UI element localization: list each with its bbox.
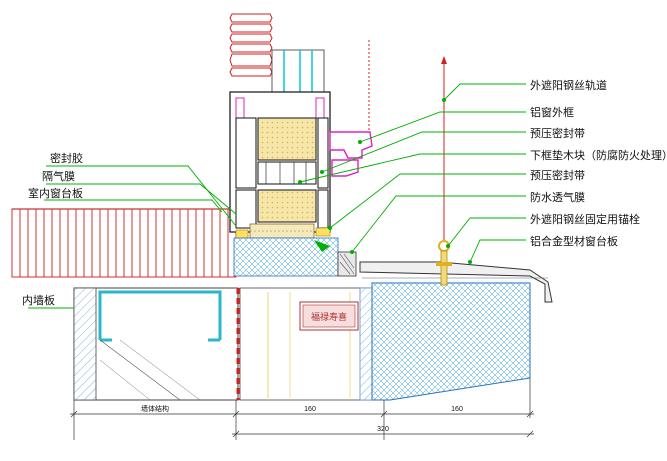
dimension-lines bbox=[70, 378, 534, 440]
sealant-zone bbox=[233, 237, 357, 277]
label-group-left: 密封胶 隔气膜 室内窗台板 内墙板 bbox=[22, 151, 83, 307]
label-cable-track: 外遮阳钢丝轨道 bbox=[530, 78, 607, 92]
label-prepressed-seal-1: 预压密封带 bbox=[530, 126, 585, 140]
interior-sill-board bbox=[11, 208, 237, 278]
label-anchor-bolt: 外遮阳钢丝固定用锚栓 bbox=[530, 212, 640, 226]
label-wood-block: 下框垫木块（防腐防火处理） bbox=[530, 148, 667, 162]
label-waterproof-membrane: 防水透气膜 bbox=[530, 190, 585, 204]
label-interior-sill: 室内窗台板 bbox=[28, 186, 83, 200]
leader-dots bbox=[298, 98, 472, 264]
dim-right-160: 160 bbox=[451, 406, 463, 413]
label-prepressed-seal-2: 预压密封带 bbox=[530, 168, 585, 182]
label-group-right: 外遮阳钢丝轨道 铝窗外框 预压密封带 下框垫木块（防腐防火处理） 预压密封带 防… bbox=[530, 78, 667, 248]
dim-total-320: 320 bbox=[377, 426, 389, 433]
anchor-bolt bbox=[436, 240, 452, 286]
label-inner-wall: 内墙板 bbox=[22, 293, 55, 307]
structural-zone: 福禄寿喜 bbox=[239, 287, 373, 401]
decor-seal-text: 福禄寿喜 bbox=[311, 311, 347, 323]
label-sealant: 密封胶 bbox=[50, 151, 83, 165]
label-aluminum-sill: 铝合金型材窗台板 bbox=[530, 234, 618, 248]
label-vapor-barrier: 隔气膜 bbox=[42, 169, 75, 183]
window-frame-stack bbox=[229, 13, 331, 239]
dim-mid-160: 160 bbox=[304, 406, 316, 413]
leader-lines-right bbox=[299, 83, 526, 263]
dim-wall-structure: 墙体结构 bbox=[141, 404, 169, 413]
leader-lines-left bbox=[28, 165, 237, 309]
inner-wall-panel bbox=[73, 287, 239, 401]
label-aluminum-frame: 铝窗外框 bbox=[530, 105, 574, 119]
exterior-insulation bbox=[371, 282, 531, 401]
aluminum-outer-frame bbox=[329, 131, 373, 177]
